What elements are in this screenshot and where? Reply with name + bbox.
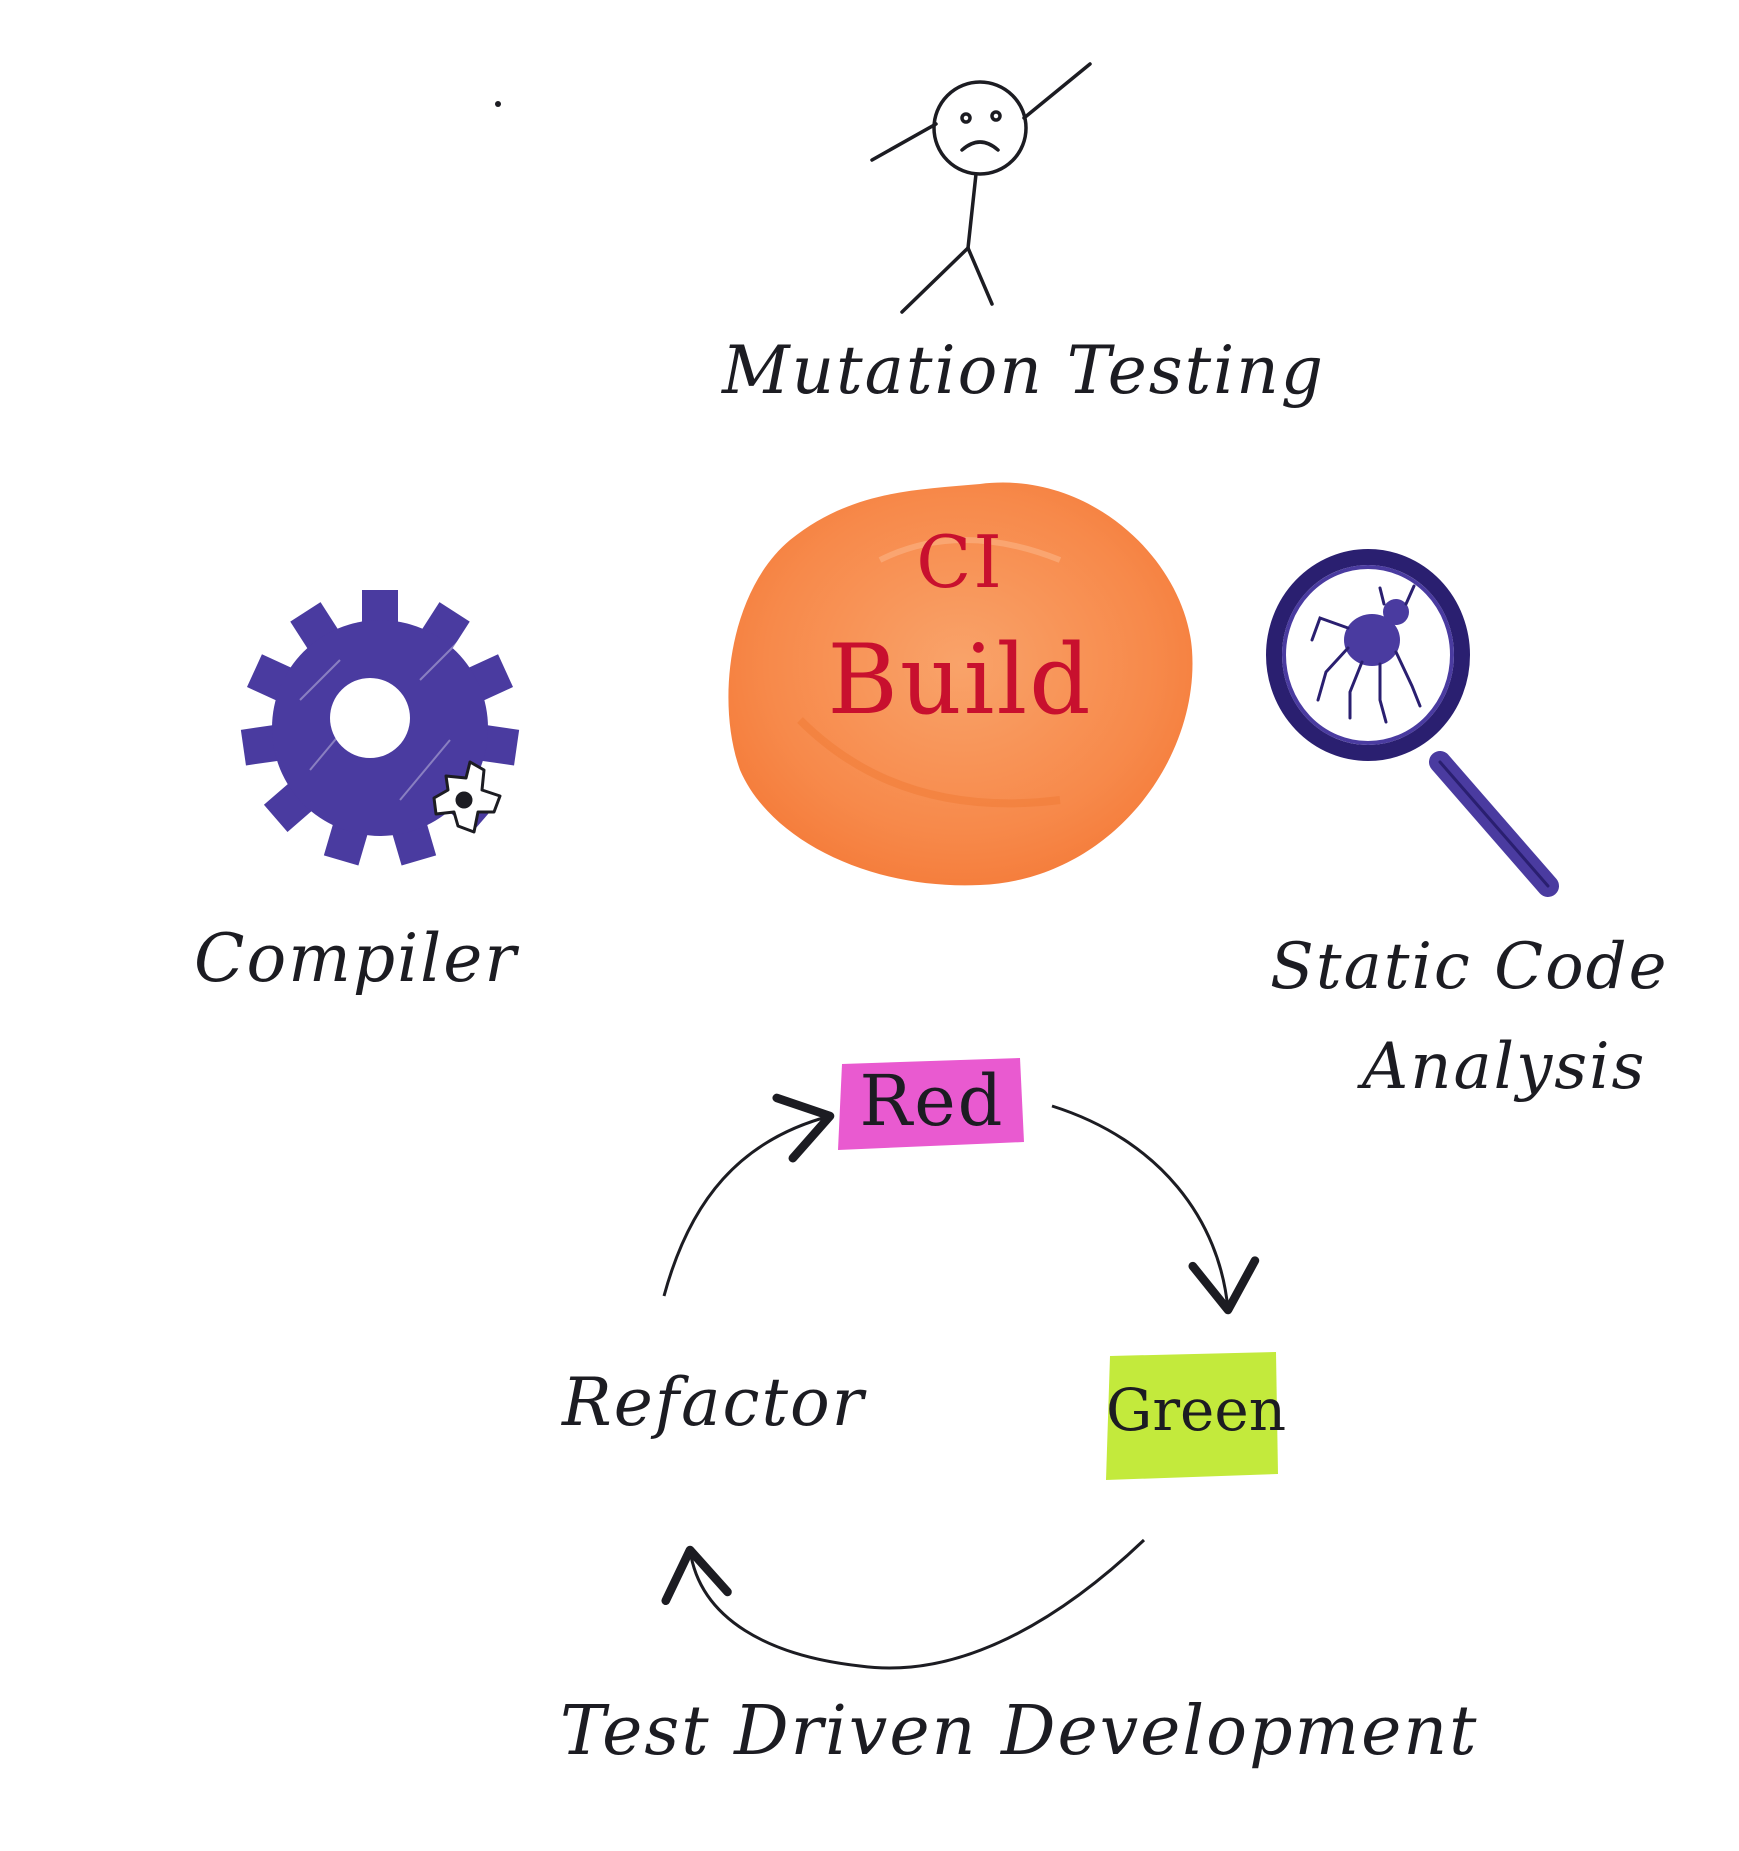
build-label: Build: [827, 624, 1093, 736]
ink-dot: [495, 101, 501, 107]
small-gear-icon: [432, 760, 502, 834]
mutation-testing-label: Mutation Testing: [722, 332, 1326, 409]
gear-icon: [240, 590, 520, 866]
red-highlight: [838, 1058, 1024, 1150]
ci-label: CI: [916, 520, 1004, 604]
arrow-red-to-green: [1051, 1104, 1260, 1315]
green-highlight: [1106, 1352, 1278, 1480]
arrow-green-to-refactor: [661, 1538, 1146, 1670]
tdd-caption: Test Driven Development: [560, 1692, 1479, 1771]
ci-build-blob: [728, 482, 1193, 886]
refactor-label: Refactor: [562, 1364, 866, 1441]
analysis-label: Analysis: [1362, 1030, 1647, 1104]
stick-figure-icon: [870, 62, 1092, 314]
red-label: Red: [859, 1060, 1005, 1142]
arrow-refactor-to-red: [662, 1093, 835, 1297]
magnifier-bug-icon: [1266, 549, 1559, 897]
static-code-label: Static Code: [1270, 930, 1669, 1004]
green-label: Green: [1106, 1376, 1287, 1444]
compiler-label: Compiler: [194, 920, 518, 997]
